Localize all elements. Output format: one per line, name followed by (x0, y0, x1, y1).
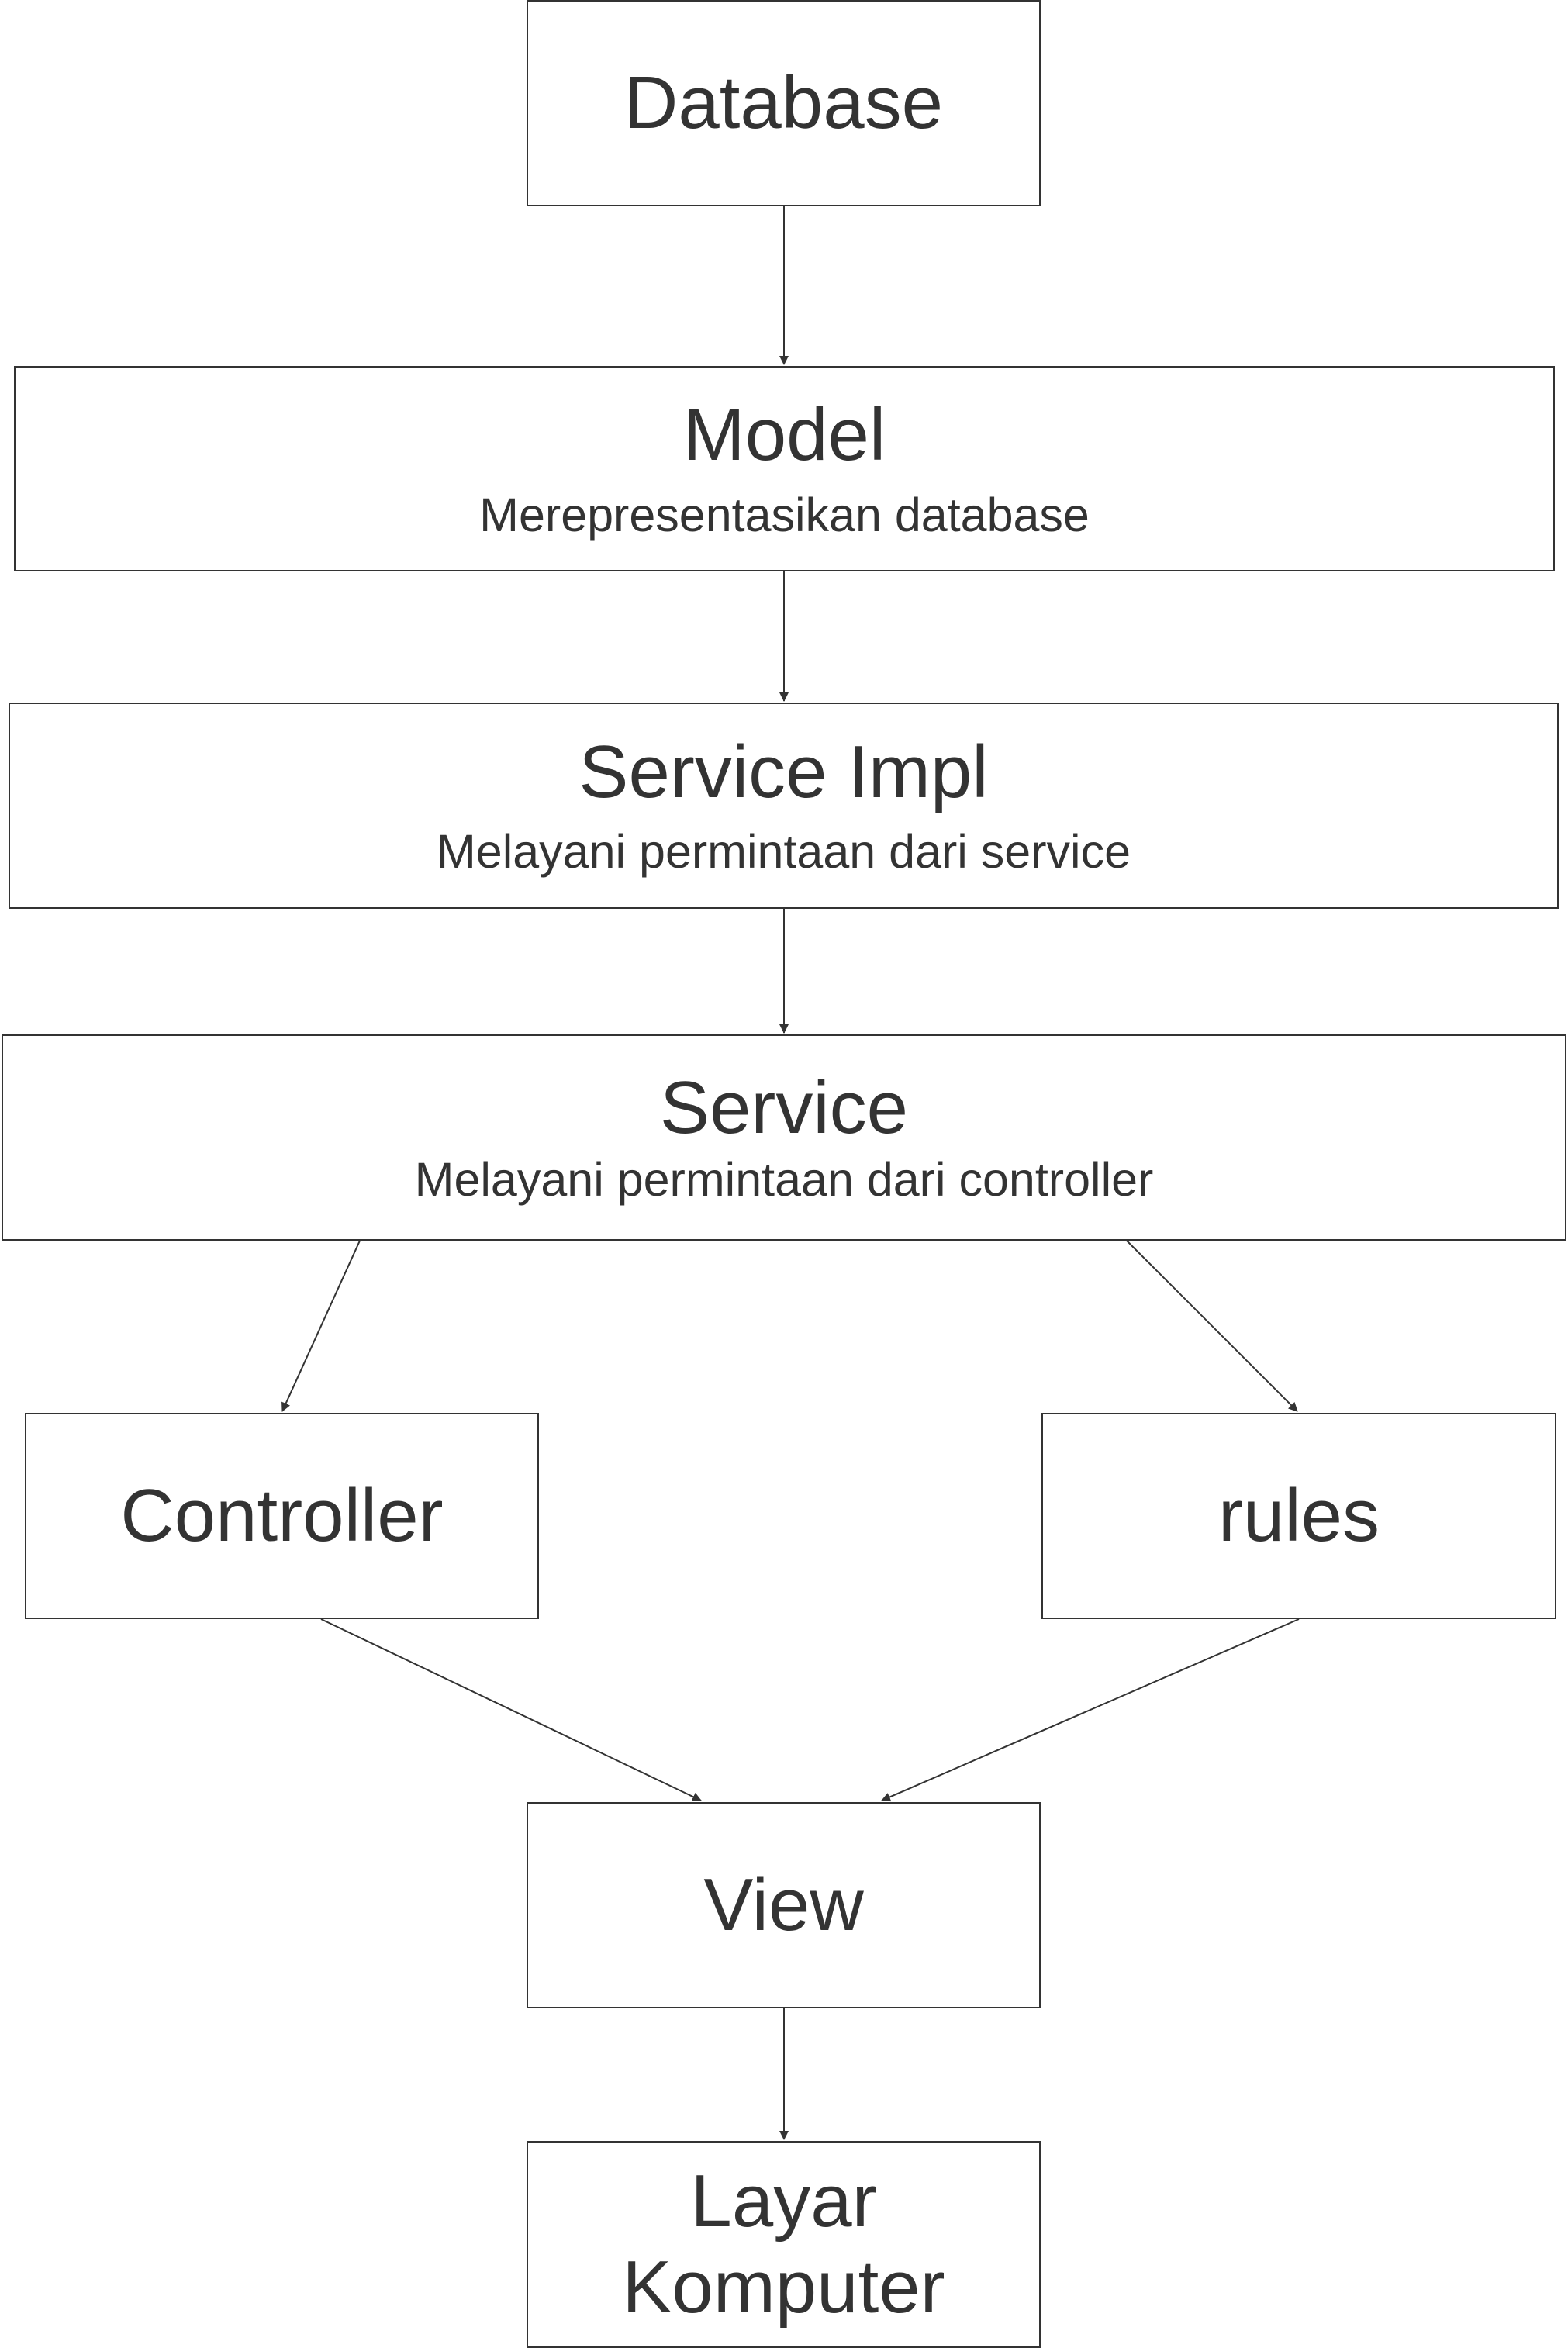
node-model-subtitle: Merepresentasikan database (479, 488, 1090, 541)
node-database: Database (527, 0, 1041, 206)
node-layar-komputer: Layar Komputer (527, 2141, 1041, 2348)
edge-service-to-controller (281, 1240, 361, 1412)
node-service-title: Service (659, 1065, 909, 1149)
node-layar-title-line1: Layar (690, 2160, 877, 2243)
node-service-subtitle: Melayani permintaan dari controller (414, 1153, 1154, 1207)
node-rules: rules (1041, 1413, 1556, 1619)
edge-rules-to-view (881, 1618, 1300, 1802)
node-model: Model Merepresentasikan database (14, 366, 1555, 571)
node-model-title: Model (682, 393, 886, 477)
node-service-impl-title: Service Impl (579, 730, 989, 813)
node-view: View (527, 1802, 1041, 2008)
node-view-title: View (703, 1863, 864, 1947)
edge-controller-to-view (320, 1618, 702, 1801)
node-service: Service Melayani permintaan dari control… (2, 1034, 1566, 1241)
node-layar-title-line2: Komputer (622, 2245, 945, 2329)
node-rules-title: rules (1217, 1474, 1380, 1558)
node-database-title: Database (624, 61, 943, 145)
node-controller: Controller (25, 1413, 539, 1619)
node-controller-title: Controller (120, 1474, 444, 1558)
edge-service-to-rules (1126, 1240, 1298, 1412)
node-service-impl: Service Impl Melayani permintaan dari se… (9, 703, 1559, 909)
node-service-impl-subtitle: Melayani permintaan dari service (436, 825, 1131, 879)
